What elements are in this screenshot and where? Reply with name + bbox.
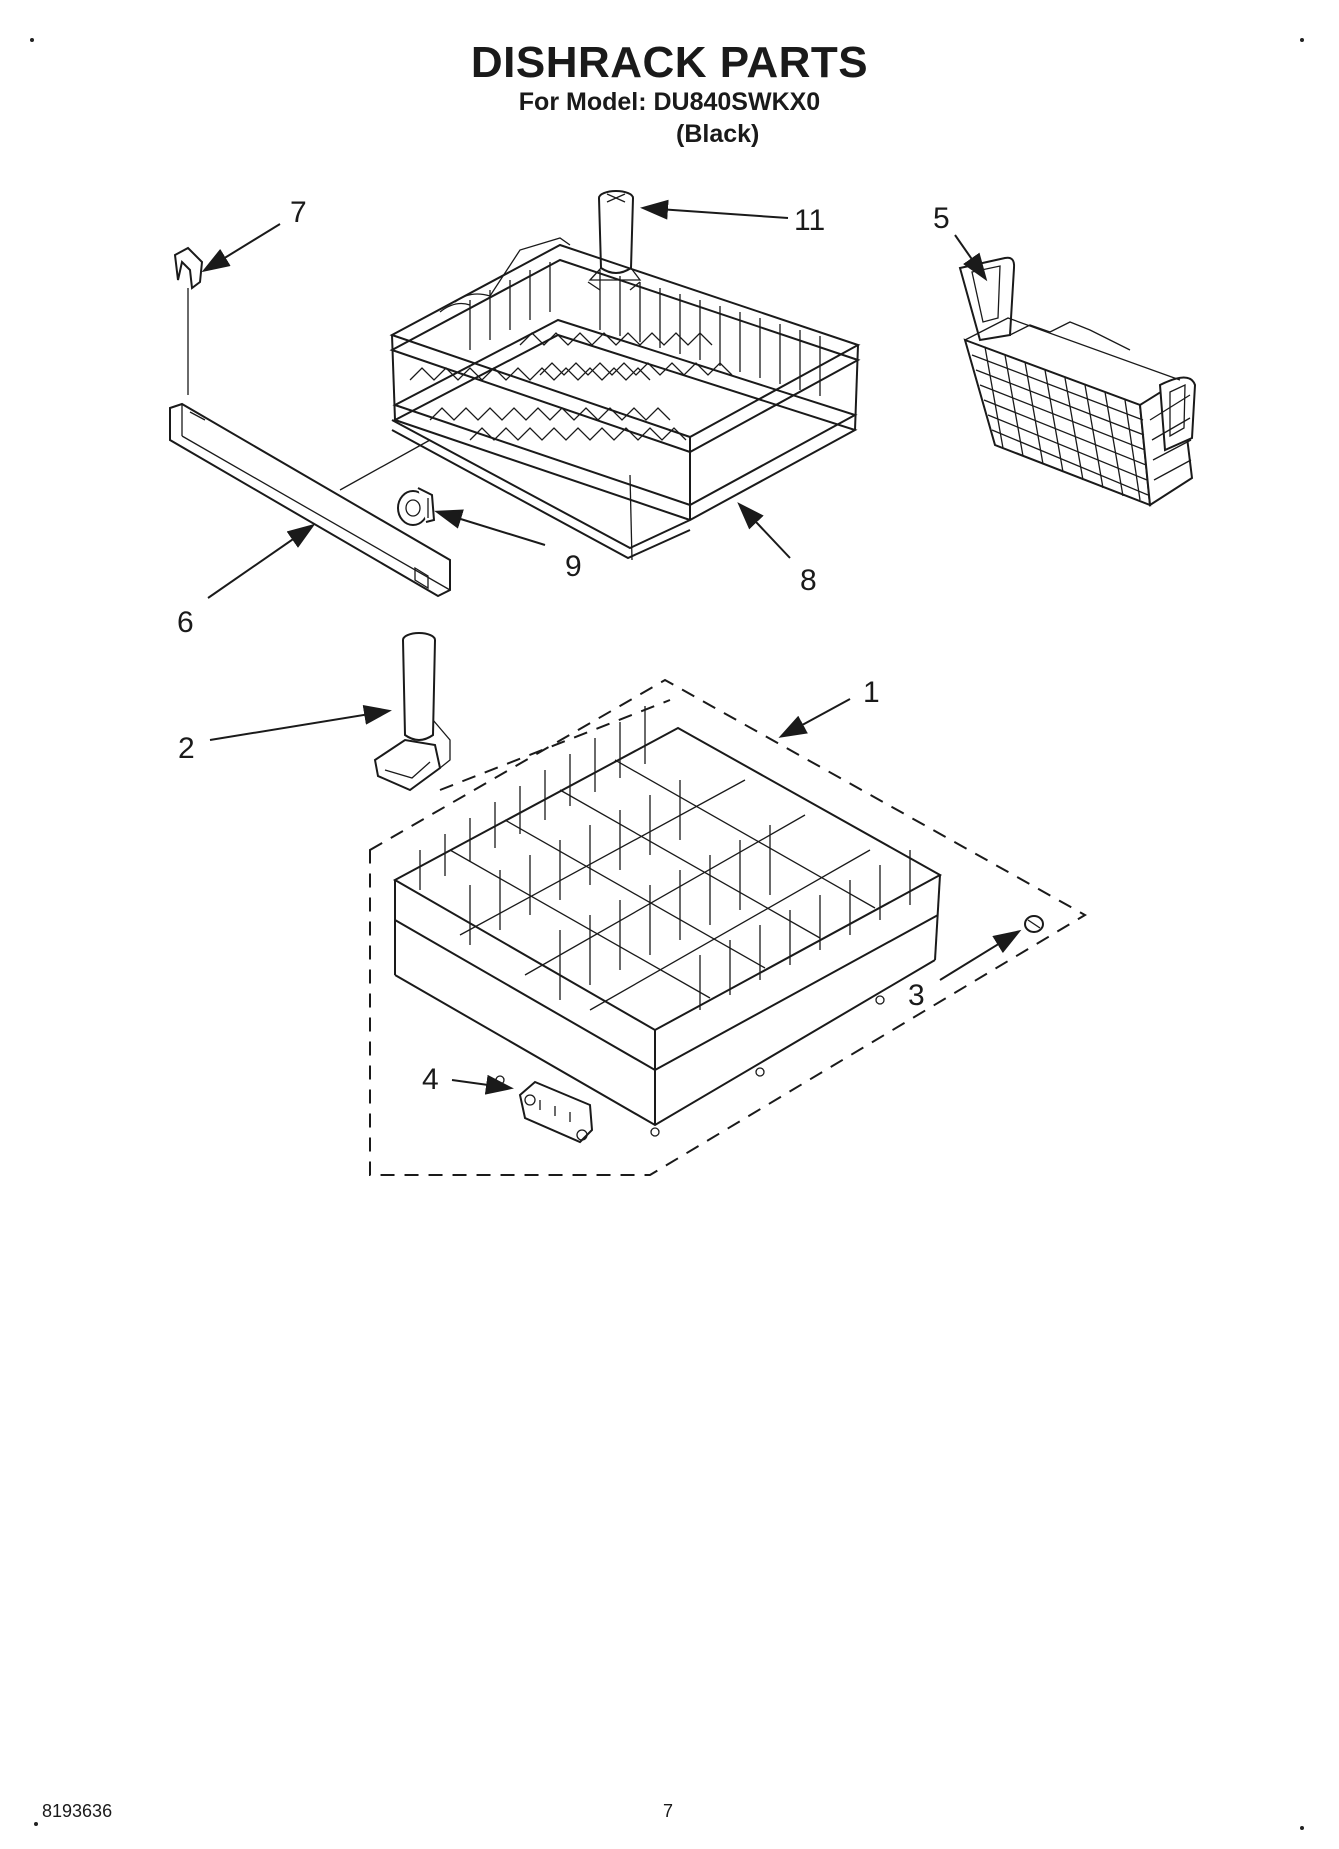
upper-rack-part <box>389 237 861 561</box>
corner-dot-top-right <box>1300 38 1304 42</box>
callout-9: 9 <box>565 550 582 583</box>
upper-rack-post-part <box>587 190 642 291</box>
leader-arrow-5 <box>954 234 988 282</box>
leader-arrow-1 <box>778 698 851 738</box>
leader-arrow-4 <box>451 1074 514 1095</box>
color-label: (Black) <box>676 120 760 148</box>
corner-dot-bottom-right <box>1300 1826 1304 1830</box>
leader-arrow-3 <box>939 929 1022 981</box>
corner-dot-top-left <box>30 38 34 42</box>
wheel-clip-part <box>518 1080 594 1144</box>
callout-11: 11 <box>794 204 825 237</box>
callout-7: 7 <box>290 196 307 229</box>
leader-arrow-8 <box>737 502 791 559</box>
part-number-footer: 8193636 <box>42 1801 113 1821</box>
rack-stop-clip-part <box>173 246 204 395</box>
callout-8: 8 <box>800 564 817 597</box>
leader-arrow-7 <box>201 223 281 273</box>
rack-wheel-part <box>397 487 436 526</box>
callout-4: 4 <box>422 1063 439 1096</box>
page-number: 7 <box>663 1801 674 1821</box>
rack-track-part <box>169 402 451 598</box>
callout-1: 1 <box>863 676 880 709</box>
leader-arrow-2 <box>209 704 392 741</box>
callout-6: 6 <box>177 606 194 639</box>
leader-arrow-9 <box>434 509 546 546</box>
callout-5: 5 <box>933 202 950 235</box>
silverware-basket-part <box>958 256 1197 507</box>
page-title: DISHRACK PARTS <box>470 38 869 87</box>
leader-arrow-6 <box>207 523 316 599</box>
callout-2: 2 <box>178 732 195 765</box>
model-label: For Model: DU840SWKX0 <box>518 88 821 116</box>
corner-dot-bottom-left <box>34 1822 38 1826</box>
lower-rack-part <box>369 678 1087 1176</box>
leader-arrow-11 <box>640 199 789 220</box>
lower-rack-wheel-part <box>1024 915 1044 933</box>
callout-3: 3 <box>908 979 925 1012</box>
lower-rack-post-part <box>373 632 451 792</box>
